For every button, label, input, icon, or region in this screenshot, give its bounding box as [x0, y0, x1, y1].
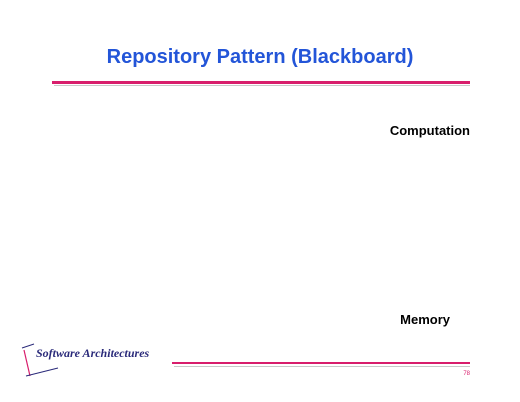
logo-bracket-icon [21, 343, 59, 377]
title-underline [52, 81, 470, 84]
slide-title: Repository Pattern (Blackboard) [106, 46, 414, 68]
page-number: 78 [463, 371, 470, 377]
computation-label: Computation [389, 123, 470, 138]
logo-text: Software Architectures [36, 346, 150, 360]
title-underline-shadow [54, 85, 470, 86]
memory-label: Memory [400, 312, 450, 327]
footer-rule-shadow [174, 366, 470, 367]
software-architectures-logo: Software Architectures [18, 342, 178, 378]
footer-rule [172, 362, 470, 364]
